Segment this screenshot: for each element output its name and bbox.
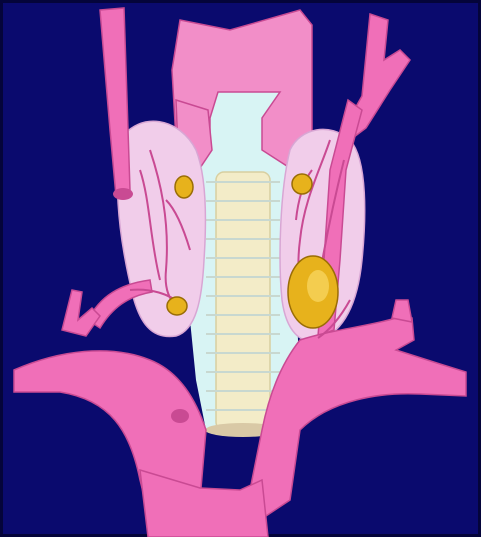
parathyroid-nodule-left-lower: [167, 297, 187, 315]
left-jugular-cut: [113, 188, 133, 200]
right-upper-branch: [392, 300, 412, 322]
adenoma-highlight: [307, 270, 329, 302]
parathyroid-nodule-right-upper: [292, 174, 312, 194]
parathyroid-nodule-left-upper: [175, 176, 193, 198]
vessel-cut-left: [171, 409, 189, 423]
trachea: [205, 172, 281, 437]
